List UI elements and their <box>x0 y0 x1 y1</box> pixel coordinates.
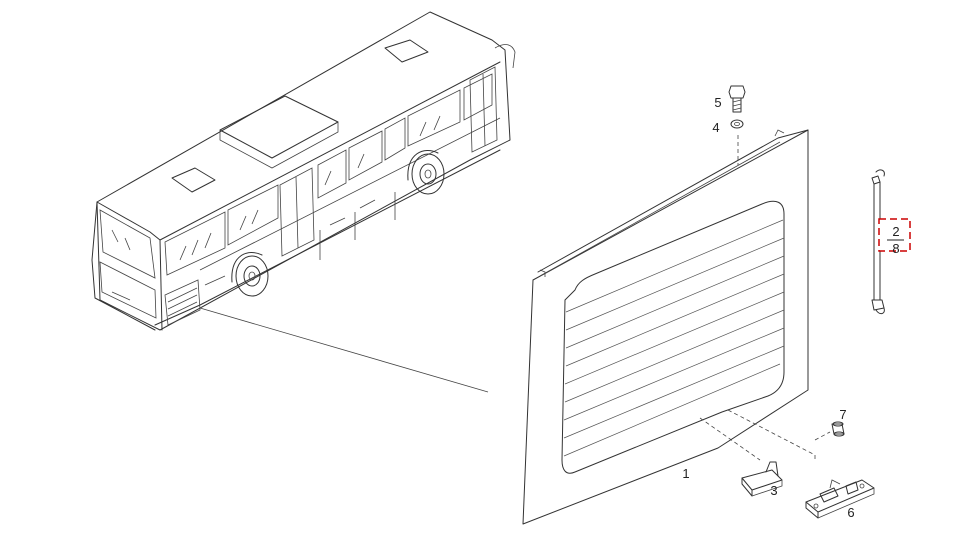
callout-bracket: 3 <box>770 483 777 498</box>
pin-part <box>831 421 845 437</box>
bolt-part <box>728 85 746 113</box>
glass-panel <box>522 129 809 525</box>
callout-pin: 7 <box>839 407 846 422</box>
callout-glass-panel: 1 <box>682 466 689 481</box>
page-reference-bottom: 8 <box>892 241 899 256</box>
bus-illustration <box>91 11 516 331</box>
callout-bolt: 5 <box>714 95 721 110</box>
dash-leaders <box>699 135 831 462</box>
washer-part <box>730 119 744 129</box>
page-reference-top: 2 <box>892 224 899 239</box>
hinge-bracket-part <box>805 479 875 519</box>
bus-leader-line <box>199 307 489 393</box>
callout-hinge-bracket: 6 <box>847 505 854 520</box>
page-reference-box: 2 8 <box>878 218 911 256</box>
callout-washer: 4 <box>712 120 719 135</box>
lower-left-bracket-part <box>741 461 783 497</box>
